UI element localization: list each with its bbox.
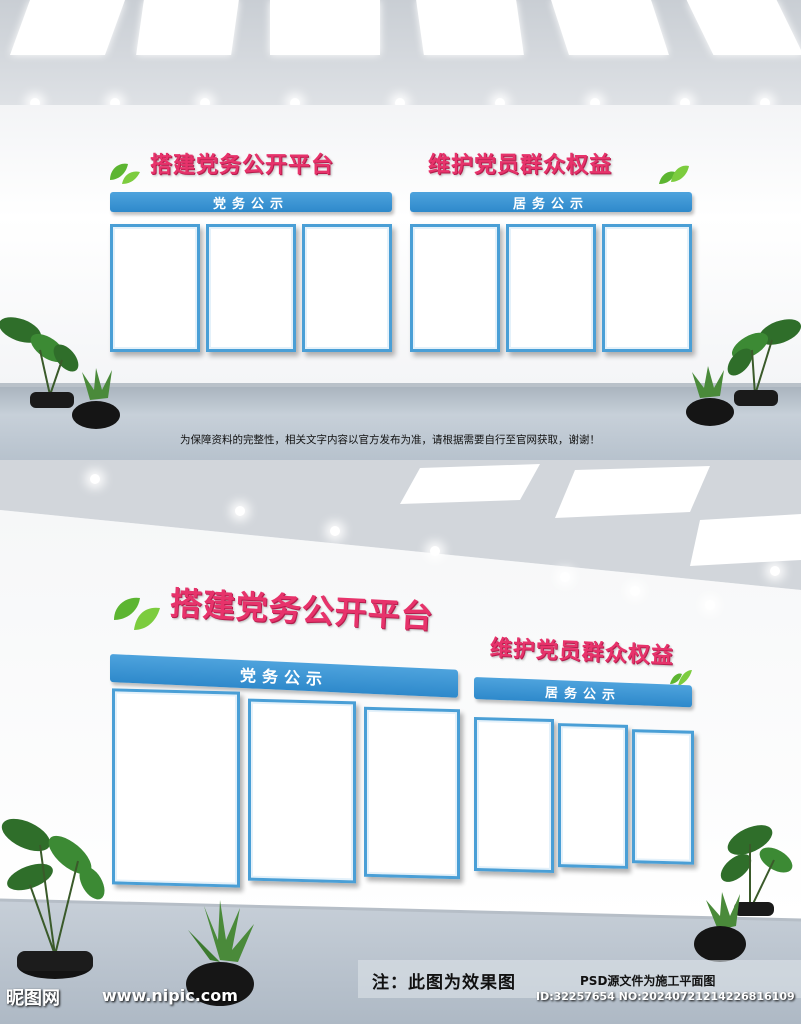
downlight <box>290 98 300 108</box>
ceiling-light-panel <box>136 0 239 55</box>
section-bar-right: 居务公示 <box>410 192 692 212</box>
baseboard <box>0 383 801 387</box>
potted-plant-icon <box>694 825 793 962</box>
bottom-render-scene: 搭建党务公开平台 维护党员群众权益 党务公示 居务公示 注：此图为效果图 <box>0 460 801 1024</box>
display-frame <box>632 729 694 865</box>
downlight <box>90 474 100 484</box>
ceiling-light-panel <box>551 0 669 55</box>
ceiling-light-panel <box>270 0 380 55</box>
title-right: 维护党员群众权益 <box>428 153 613 178</box>
display-frame <box>558 723 628 869</box>
downlight <box>495 98 505 108</box>
display-frame <box>110 224 200 352</box>
image-id: ID:32257654 NO:20240721214226816109 <box>536 990 795 1003</box>
downlight <box>630 586 640 596</box>
disclaimer-notice: 为保障资料的完整性，相关文字内容以官方发布为准，请根据需要自行至官网获取，谢谢！ <box>180 434 600 446</box>
floor <box>0 385 801 460</box>
watermark-url: www.nipic.com <box>102 986 238 1005</box>
psd-source-note: PSD源文件为施工平面图 <box>580 974 716 988</box>
title-left: 搭建党务公开平台 <box>150 153 335 178</box>
downlight <box>590 98 600 108</box>
display-frame <box>474 716 554 874</box>
display-frame <box>206 224 296 352</box>
potted-plant-icon <box>0 317 120 429</box>
display-frame <box>602 224 692 352</box>
leaf-icon <box>114 597 160 630</box>
leaf-icon <box>659 165 689 184</box>
downlight <box>110 98 120 108</box>
downlight <box>395 98 405 108</box>
downlight <box>560 572 570 582</box>
display-frame <box>248 698 356 884</box>
leaf-icon <box>110 163 140 184</box>
display-frame <box>302 224 392 352</box>
display-frame <box>112 688 240 888</box>
downlight <box>430 546 440 556</box>
downlight <box>30 98 40 108</box>
ceiling-light-panel <box>416 0 524 55</box>
potted-plant-icon <box>1 818 105 979</box>
downlight <box>235 506 245 516</box>
downlight <box>330 526 340 536</box>
top-render-scene: 搭建党务公开平台 维护党员群众权益 党务公示 居务公示 为保障资料的完整性，相关… <box>0 0 801 460</box>
leaf-icon <box>670 670 692 686</box>
downlight <box>770 566 780 576</box>
potted-plant-icon <box>186 900 254 1006</box>
display-frame <box>506 224 596 352</box>
downlight <box>680 98 690 108</box>
downlight <box>760 98 770 108</box>
downlight <box>200 98 210 108</box>
section-bar-left: 党务公示 <box>110 192 392 212</box>
watermark-brand: 昵图网 <box>6 988 60 1009</box>
downlight <box>705 600 715 610</box>
display-frame <box>364 706 460 880</box>
ceiling <box>0 0 801 110</box>
potted-plant-icon <box>686 319 801 426</box>
ceiling-light-panel <box>9 0 126 55</box>
caption-backdrop <box>358 960 801 998</box>
effect-image-note: 注：此图为效果图 <box>372 973 516 993</box>
display-frame <box>410 224 500 352</box>
